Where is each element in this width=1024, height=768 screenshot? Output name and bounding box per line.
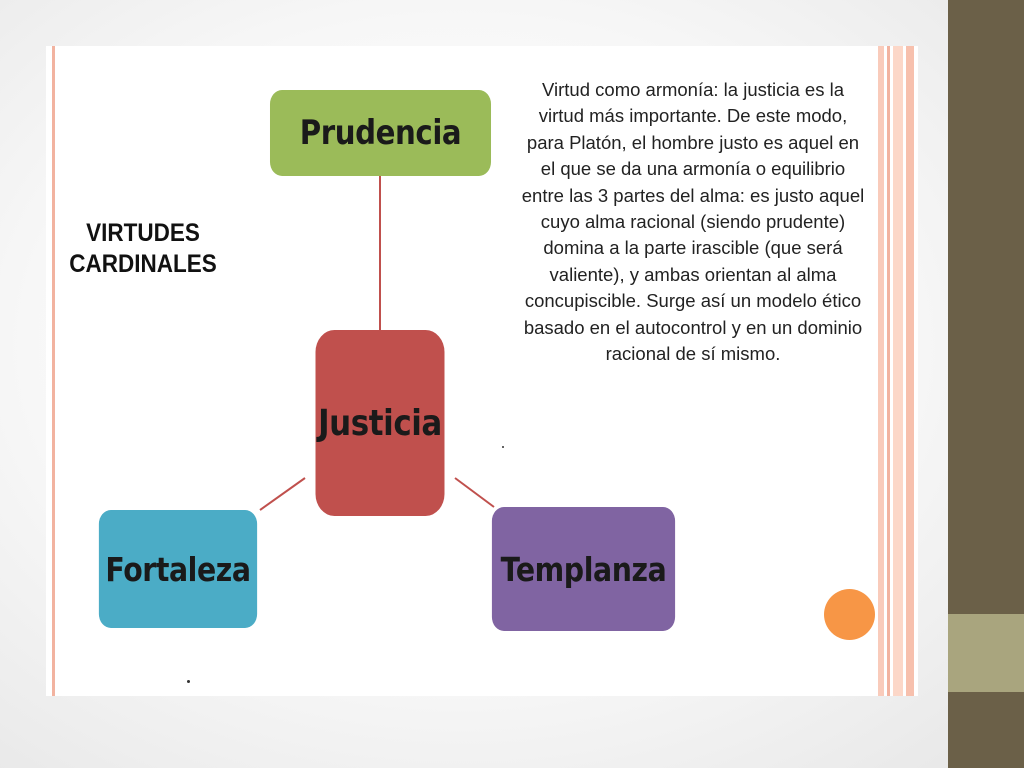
stray-dot bbox=[502, 446, 504, 448]
right-stripe bbox=[906, 46, 914, 696]
description-text: Virtud como armonía: la justicia es la v… bbox=[521, 79, 865, 365]
node-prudencia-label: Prudencia bbox=[299, 113, 462, 153]
node-justicia-label: Justicia bbox=[318, 402, 442, 444]
side-accent-block bbox=[948, 614, 1024, 692]
node-justicia: Justicia bbox=[315, 330, 445, 516]
node-fortaleza-label: Fortaleza bbox=[105, 549, 251, 589]
right-stripe bbox=[878, 46, 884, 696]
stray-dot bbox=[187, 680, 190, 683]
connector-justicia-templanza bbox=[454, 477, 495, 508]
connector-justicia-fortaleza bbox=[259, 477, 306, 511]
right-stripe bbox=[893, 46, 903, 696]
node-templanza: Templanza bbox=[491, 507, 676, 631]
node-templanza-label: Templanza bbox=[500, 549, 667, 589]
left-stripe bbox=[52, 46, 55, 696]
orange-circle bbox=[824, 589, 875, 640]
diagram-heading: VIRTUDES CARDINALES bbox=[69, 219, 217, 278]
node-prudencia: Prudencia bbox=[269, 90, 492, 176]
right-stripe bbox=[887, 46, 890, 696]
node-fortaleza: Fortaleza bbox=[98, 510, 258, 628]
